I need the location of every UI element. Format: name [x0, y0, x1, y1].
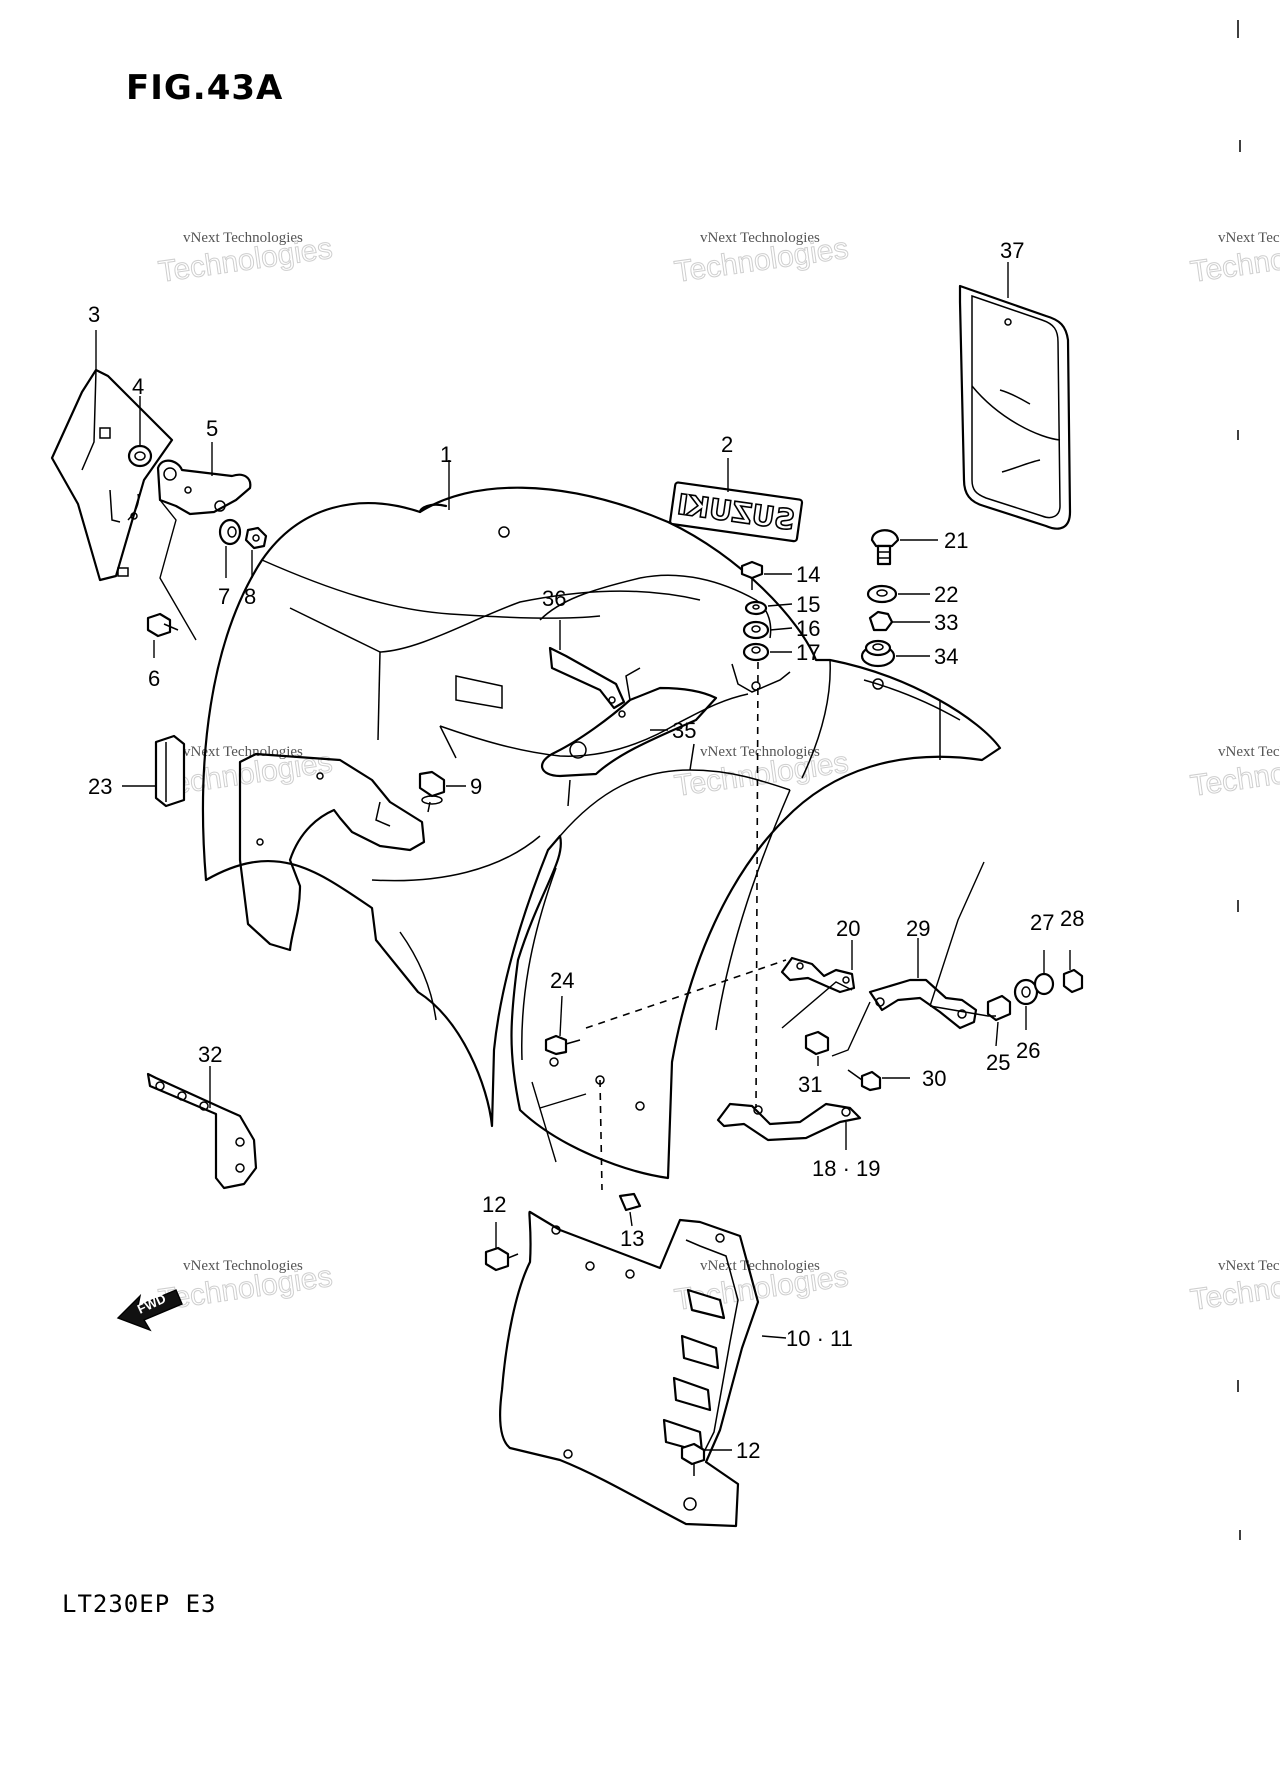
bolt-part-6 [146, 612, 179, 638]
screw-part-12-lower [680, 1442, 706, 1476]
callout-35: 35 [672, 718, 696, 743]
watermark: vNext Technologies Technologies [156, 1258, 335, 1317]
callout-7: 7 [218, 584, 230, 609]
plate-part-32 [146, 1072, 258, 1190]
callout-13: 13 [620, 1226, 644, 1251]
inner-panel-part-35 [541, 667, 718, 778]
nut-part-8 [244, 526, 268, 550]
collar-part-25 [986, 994, 1012, 1022]
callout-12-lower: 12 [736, 1438, 760, 1463]
watermark-text: vNext Technologies [1218, 1258, 1280, 1274]
callout-16: 16 [796, 616, 820, 641]
lower-bracket-part-18-19 [716, 1102, 862, 1142]
washer-part-27 [1033, 972, 1055, 996]
scan-edge-marks [1237, 20, 1241, 1540]
callout-26: 26 [1016, 1038, 1040, 1063]
callout-33: 33 [934, 610, 958, 635]
callout-29: 29 [906, 916, 930, 941]
callout-21: 21 [944, 528, 968, 553]
washer-part-16 [742, 620, 770, 640]
callout-6: 6 [148, 666, 160, 691]
watermark: vNext Technologies Technologies [1188, 1258, 1280, 1317]
washer-part-22 [866, 584, 898, 604]
rear-fender-part-1 [201, 486, 1002, 1180]
watermark-text: vNext Technologies [1218, 744, 1280, 760]
callout-25: 25 [986, 1050, 1010, 1075]
callout-23: 23 [88, 774, 112, 799]
assembly-dashed-lines [585, 661, 787, 1191]
inner-fender-left [238, 752, 426, 952]
grommet-part-34 [860, 639, 896, 668]
callout-28: 28 [1060, 906, 1084, 931]
bolt-part-9 [418, 770, 446, 813]
callout-14: 14 [796, 562, 820, 587]
stay-part-29 [868, 978, 978, 1030]
watermark-text: vNext Technologies [700, 744, 820, 760]
washer-part-26 [1013, 978, 1039, 1006]
leader-lines [95, 262, 1071, 1451]
callout-30: 30 [922, 1066, 946, 1091]
grommet-part-4 [127, 444, 153, 468]
collar-part-33 [868, 610, 894, 632]
callout-34: 34 [934, 644, 958, 669]
leader-line [159, 499, 197, 641]
callout-4: 4 [132, 374, 144, 399]
callout-24: 24 [550, 968, 574, 993]
screw-part-12-upper [484, 1246, 519, 1272]
cushion-part-17 [742, 642, 770, 662]
callout-5: 5 [206, 416, 218, 441]
washer-part-7 [218, 518, 242, 546]
watermark-text: vNext Technologies [700, 230, 820, 246]
callout-17: 17 [796, 640, 820, 665]
screw-part-30 [847, 1069, 882, 1092]
strap-part-36 [548, 646, 626, 710]
callout-22: 22 [934, 582, 958, 607]
reflector-part-37 [958, 284, 1072, 530]
watermark: vNext Technologies Technologies [672, 744, 851, 803]
side-cover-part-3 [50, 368, 174, 582]
clamp-part-20 [780, 956, 856, 994]
callout-18-19: 18 · 19 [812, 1156, 881, 1181]
callout-10-11: 10 · 11 [786, 1326, 853, 1351]
callout-31: 31 [798, 1072, 822, 1097]
watermark-text: vNext Technologies [1218, 230, 1280, 246]
callout-8: 8 [244, 584, 256, 609]
watermark: vNext Technologies Technologies [1188, 230, 1280, 289]
callout-27: 27 [1030, 910, 1054, 935]
nut-part-31 [804, 1030, 830, 1056]
pad-part-23 [154, 734, 186, 808]
washer-part-15 [744, 600, 768, 616]
bolt-part-14 [740, 560, 764, 590]
watermark-text: vNext Technologies [183, 230, 303, 246]
callout-12-upper: 12 [482, 1192, 506, 1217]
watermark: vNext Technologies Technologies [672, 230, 851, 289]
watermark: vNext Technologies Technologies [156, 230, 335, 289]
mud-flap-part-10-11 [499, 1210, 760, 1528]
callout-36: 36 [542, 586, 566, 611]
nut-part-28 [1062, 968, 1084, 994]
callout-2: 2 [721, 432, 733, 457]
bracket-part-5 [156, 459, 252, 516]
watermark-text: vNext Technologies [183, 1258, 303, 1274]
watermark-layer: vNext Technologies Technologies vNext Te… [156, 230, 1280, 1317]
callout-32: 32 [198, 1042, 222, 1067]
callout-20: 20 [836, 916, 860, 941]
callout-labels: 1 2 3 4 5 6 7 8 9 10 · 11 12 12 13 14 15… [88, 238, 1084, 1463]
callout-15: 15 [796, 592, 820, 617]
bolt-part-21 [870, 529, 900, 566]
callout-9: 9 [470, 774, 482, 799]
model-code: LT230EP E3 [62, 1590, 217, 1618]
clip-nut-part-13 [618, 1192, 642, 1212]
callout-1: 1 [440, 442, 452, 467]
callout-3: 3 [88, 302, 100, 327]
screw-part-24 [544, 1034, 581, 1056]
forward-arrow: FWD [116, 1289, 183, 1332]
watermark: vNext Technologies Technologies [1188, 744, 1280, 803]
callout-37: 37 [1000, 238, 1024, 263]
figure-title: FIG.43A [126, 68, 284, 108]
